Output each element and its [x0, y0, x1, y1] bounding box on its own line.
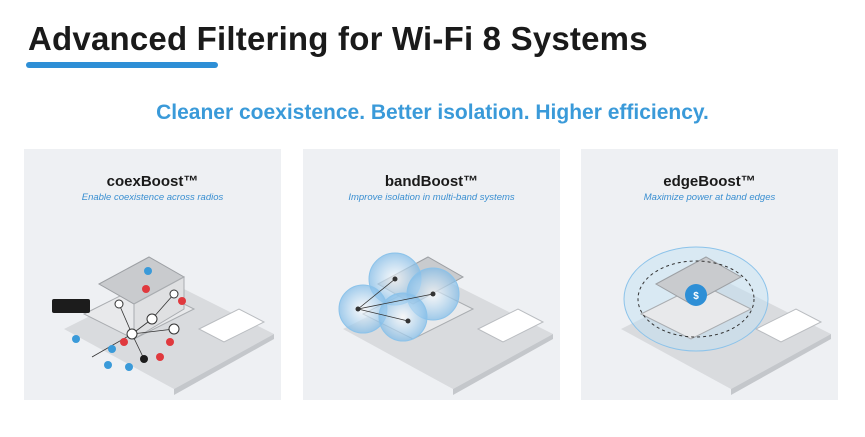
card-edgeboost: edgeBoost™ Maximize power at band edges … — [581, 149, 838, 400]
house-coverage-illustration-icon: $ — [621, 246, 831, 395]
card-bandboost: bandBoost™ Improve isolation in multi-ba… — [303, 149, 560, 400]
card-title: bandBoost™ — [384, 173, 479, 190]
house-bubbles-illustration-icon — [338, 252, 553, 395]
card-subtitle: Improve isolation in multi-band systems — [348, 192, 515, 203]
title-underline — [26, 62, 218, 68]
card-coexboost: coexBoost™ Enable coexistence across rad… — [24, 149, 281, 400]
tagline: Cleaner coexistence. Better isolation. H… — [156, 101, 709, 124]
house-coexistence-illustration-icon — [52, 256, 274, 395]
svg-text:$: $ — [693, 291, 699, 302]
card-title: coexBoost™ — [106, 173, 199, 190]
card-title: edgeBoost™ — [663, 173, 756, 190]
card-subtitle: Maximize power at band edges — [643, 192, 776, 203]
card-subtitle: Enable coexistence across radios — [81, 192, 224, 203]
page-title: Advanced Filtering for Wi-Fi 8 Systems — [28, 20, 648, 57]
